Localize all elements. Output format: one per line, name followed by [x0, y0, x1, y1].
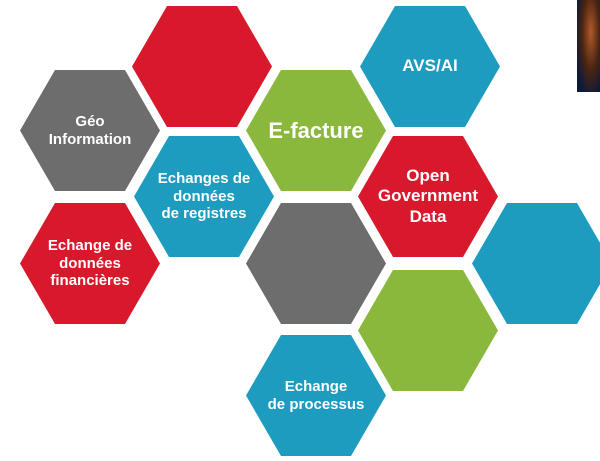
hex-empty-red-top	[132, 6, 272, 127]
hex-e-facture: E-facture	[246, 70, 386, 191]
hex-open-government-data: Open Government Data	[358, 136, 498, 257]
hex-empty-blue-right	[472, 203, 600, 324]
hex-echange-processus: Echange de processus	[246, 335, 386, 456]
hex-echanges-registres: Echanges de données de registres	[134, 136, 274, 257]
hex-geo-information: Géo Information	[20, 70, 160, 191]
hex-echange-financieres: Echange de données financières	[20, 203, 160, 324]
hex-empty-gray	[246, 203, 386, 324]
hex-avs-ai: AVS/AI	[360, 6, 500, 127]
hex-empty-green	[358, 270, 498, 391]
partial-photo-image	[577, 0, 600, 92]
